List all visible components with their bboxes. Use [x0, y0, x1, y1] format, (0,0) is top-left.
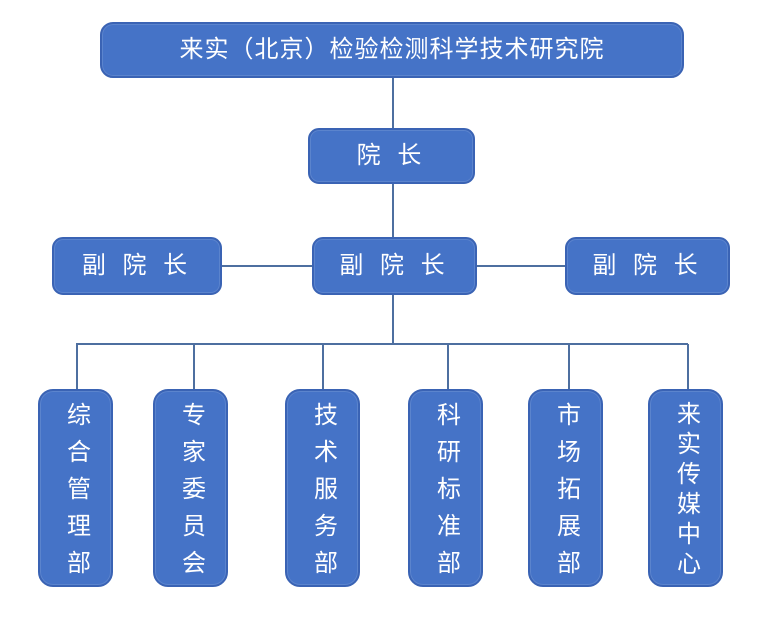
- node-vice-president-left: 副 院 长: [52, 237, 222, 295]
- connector-president-to-vp: [392, 183, 394, 237]
- node-dept-expert-committee-label: 专家委员会: [177, 401, 205, 587]
- node-dept-expert-committee: 专家委员会: [153, 389, 228, 587]
- node-dept-technical-service-label: 技术服务部: [309, 401, 337, 587]
- connector-root-to-president: [392, 78, 394, 128]
- connector-vp2-to-rail: [392, 295, 394, 343]
- node-dept-research-standards-label: 科研标准部: [432, 401, 460, 587]
- node-vice-president-right: 副 院 长: [565, 237, 730, 295]
- connector-drop-dept-3: [322, 344, 324, 389]
- node-dept-comprehensive-management-label: 综合管理部: [62, 401, 90, 587]
- node-dept-comprehensive-management: 综合管理部: [38, 389, 113, 587]
- connector-drop-dept-6: [687, 344, 689, 389]
- node-dept-technical-service: 技术服务部: [285, 389, 360, 587]
- connector-drop-dept-2: [193, 344, 195, 389]
- node-vice-president-right-label: 副 院 长: [592, 252, 703, 279]
- node-dept-media-center-label: 来实传媒中心: [672, 401, 700, 581]
- node-vice-president-center-label: 副 院 长: [339, 252, 450, 279]
- connector-drop-dept-4: [447, 344, 449, 389]
- connector-vp2-to-vp3: [477, 265, 565, 267]
- node-dept-media-center: 来实传媒中心: [648, 389, 723, 587]
- node-dept-market-expansion-label: 市场拓展部: [552, 401, 580, 587]
- node-president-label: 院 长: [356, 142, 427, 169]
- node-institute: 来实（北京）检验检测科学技术研究院: [100, 22, 684, 78]
- connector-drop-dept-1: [76, 344, 78, 389]
- node-vice-president-left-label: 副 院 长: [81, 252, 193, 279]
- node-president: 院 长: [308, 128, 475, 184]
- node-dept-research-standards: 科研标准部: [408, 389, 483, 587]
- node-institute-label: 来实（北京）检验检测科学技术研究院: [179, 36, 605, 63]
- connector-vp1-to-vp2: [222, 265, 312, 267]
- node-dept-market-expansion: 市场拓展部: [528, 389, 603, 587]
- connector-drop-dept-5: [568, 344, 570, 389]
- node-vice-president-center: 副 院 长: [312, 237, 477, 295]
- connector-department-rail: [76, 343, 688, 345]
